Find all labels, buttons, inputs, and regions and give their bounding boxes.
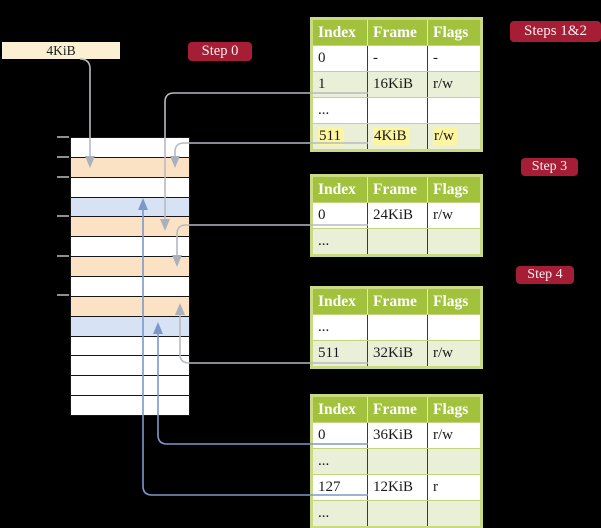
memory-row-white bbox=[71, 336, 189, 357]
memory-row-orange bbox=[71, 257, 189, 278]
frame-size-label: 4KiB bbox=[2, 42, 120, 59]
header-flags: Flags bbox=[427, 20, 480, 45]
memory-row-white bbox=[71, 396, 189, 416]
cell-flags: r/w bbox=[427, 203, 480, 228]
cell-index: 0 bbox=[318, 50, 326, 66]
address-tick bbox=[57, 294, 69, 297]
address-tick bbox=[57, 175, 69, 178]
table-row: ... bbox=[313, 314, 480, 340]
cell-frame: 16KiB bbox=[367, 72, 427, 97]
cell-index: 511 bbox=[313, 124, 367, 149]
table-row: 0 36KiB r/w bbox=[313, 422, 480, 448]
cell-flags bbox=[427, 315, 480, 340]
cell-flags bbox=[427, 98, 480, 123]
cell-index: 511 bbox=[318, 345, 340, 361]
memory-row-orange bbox=[71, 217, 189, 238]
memory-row-white bbox=[71, 237, 189, 258]
table-row: ... bbox=[313, 448, 480, 474]
cell-frame: 36KiB bbox=[367, 423, 427, 448]
cell-index: 127 bbox=[318, 479, 341, 495]
memory-row-orange bbox=[71, 157, 189, 178]
cell-index: ... bbox=[318, 319, 330, 335]
cell-frame: 4KiB bbox=[367, 124, 427, 149]
memory-row-blue bbox=[71, 197, 189, 218]
header-flags: Flags bbox=[427, 289, 480, 314]
cell-frame bbox=[367, 315, 427, 340]
cell-frame: 32KiB bbox=[367, 341, 427, 366]
header-frame: Frame bbox=[367, 20, 427, 45]
cell-frame bbox=[367, 229, 427, 254]
memory-row-white bbox=[71, 177, 189, 198]
cell-index: ... bbox=[318, 102, 330, 118]
badge-steps-1-2: Steps 1&2 bbox=[510, 21, 601, 42]
cell-frame: 24KiB bbox=[367, 203, 427, 228]
address-tick bbox=[57, 155, 69, 158]
cell-index: 1 bbox=[318, 76, 326, 92]
memory-row-white bbox=[71, 277, 189, 297]
badge-step-4: Step 4 bbox=[516, 266, 574, 284]
cell-flags: r bbox=[427, 475, 480, 500]
cell-flags: r/w bbox=[427, 72, 480, 97]
header-index: Index bbox=[318, 293, 356, 310]
page-table-step3: Index Frame Flags 0 24KiB r/w ... bbox=[310, 174, 483, 257]
table-header: Index Frame Flags bbox=[313, 289, 480, 314]
header-frame: Frame bbox=[367, 177, 427, 202]
cell-index: 0 bbox=[318, 427, 326, 443]
badge-step-0: Step 0 bbox=[188, 42, 252, 61]
page-table-step4: Index Frame Flags ... 511 32KiB r/w bbox=[310, 286, 483, 369]
header-index: Index bbox=[318, 24, 356, 41]
header-index: Index bbox=[318, 181, 356, 198]
cell-flags: - bbox=[427, 46, 480, 71]
memory-row-white bbox=[71, 356, 189, 377]
cell-flags: r/w bbox=[427, 341, 480, 366]
table-row: 511 32KiB r/w bbox=[313, 340, 480, 366]
cell-frame bbox=[367, 501, 427, 526]
header-frame: Frame bbox=[367, 397, 427, 422]
cell-frame bbox=[367, 449, 427, 474]
table-row: 127 12KiB r bbox=[313, 474, 480, 500]
cell-frame: 12KiB bbox=[367, 475, 427, 500]
memory-row-orange bbox=[71, 296, 189, 317]
cell-frame: - bbox=[367, 46, 427, 71]
table-header: Index Frame Flags bbox=[313, 397, 480, 422]
header-flags: Flags bbox=[427, 177, 480, 202]
table-row: ... bbox=[313, 228, 480, 254]
page-table-level0: Index Frame Flags 0 - - 1 16KiB r/w ... … bbox=[310, 17, 483, 152]
memory-column bbox=[70, 137, 190, 416]
address-tick bbox=[57, 215, 69, 218]
badge-step-3: Step 3 bbox=[521, 158, 578, 176]
table-row: ... bbox=[313, 97, 480, 123]
cell-flags: r/w bbox=[427, 124, 480, 149]
table-row: 1 16KiB r/w bbox=[313, 71, 480, 97]
table-row-highlighted: 511 4KiB r/w bbox=[313, 123, 480, 149]
cell-flags bbox=[427, 449, 480, 474]
page-table-leaf: Index Frame Flags 0 36KiB r/w ... 127 12… bbox=[310, 394, 483, 528]
table-header: Index Frame Flags bbox=[313, 20, 480, 45]
header-index: Index bbox=[318, 401, 356, 418]
table-row: 0 - - bbox=[313, 45, 480, 71]
table-header: Index Frame Flags bbox=[313, 177, 480, 202]
memory-row-blue bbox=[71, 316, 189, 337]
address-tick bbox=[57, 136, 69, 138]
header-flags: Flags bbox=[427, 397, 480, 422]
table-row: 0 24KiB r/w bbox=[313, 202, 480, 228]
memory-row-white bbox=[71, 376, 189, 397]
cell-flags bbox=[427, 501, 480, 526]
cell-index: ... bbox=[318, 453, 330, 469]
cell-flags: r/w bbox=[427, 423, 480, 448]
address-tick bbox=[57, 254, 69, 257]
cell-index: ... bbox=[318, 505, 330, 521]
cell-flags bbox=[427, 229, 480, 254]
cell-index: 0 bbox=[318, 207, 326, 223]
memory-row-white bbox=[71, 138, 189, 158]
cell-frame bbox=[367, 98, 427, 123]
table-row: ... bbox=[313, 500, 480, 526]
header-frame: Frame bbox=[367, 289, 427, 314]
cell-index: ... bbox=[318, 233, 330, 249]
